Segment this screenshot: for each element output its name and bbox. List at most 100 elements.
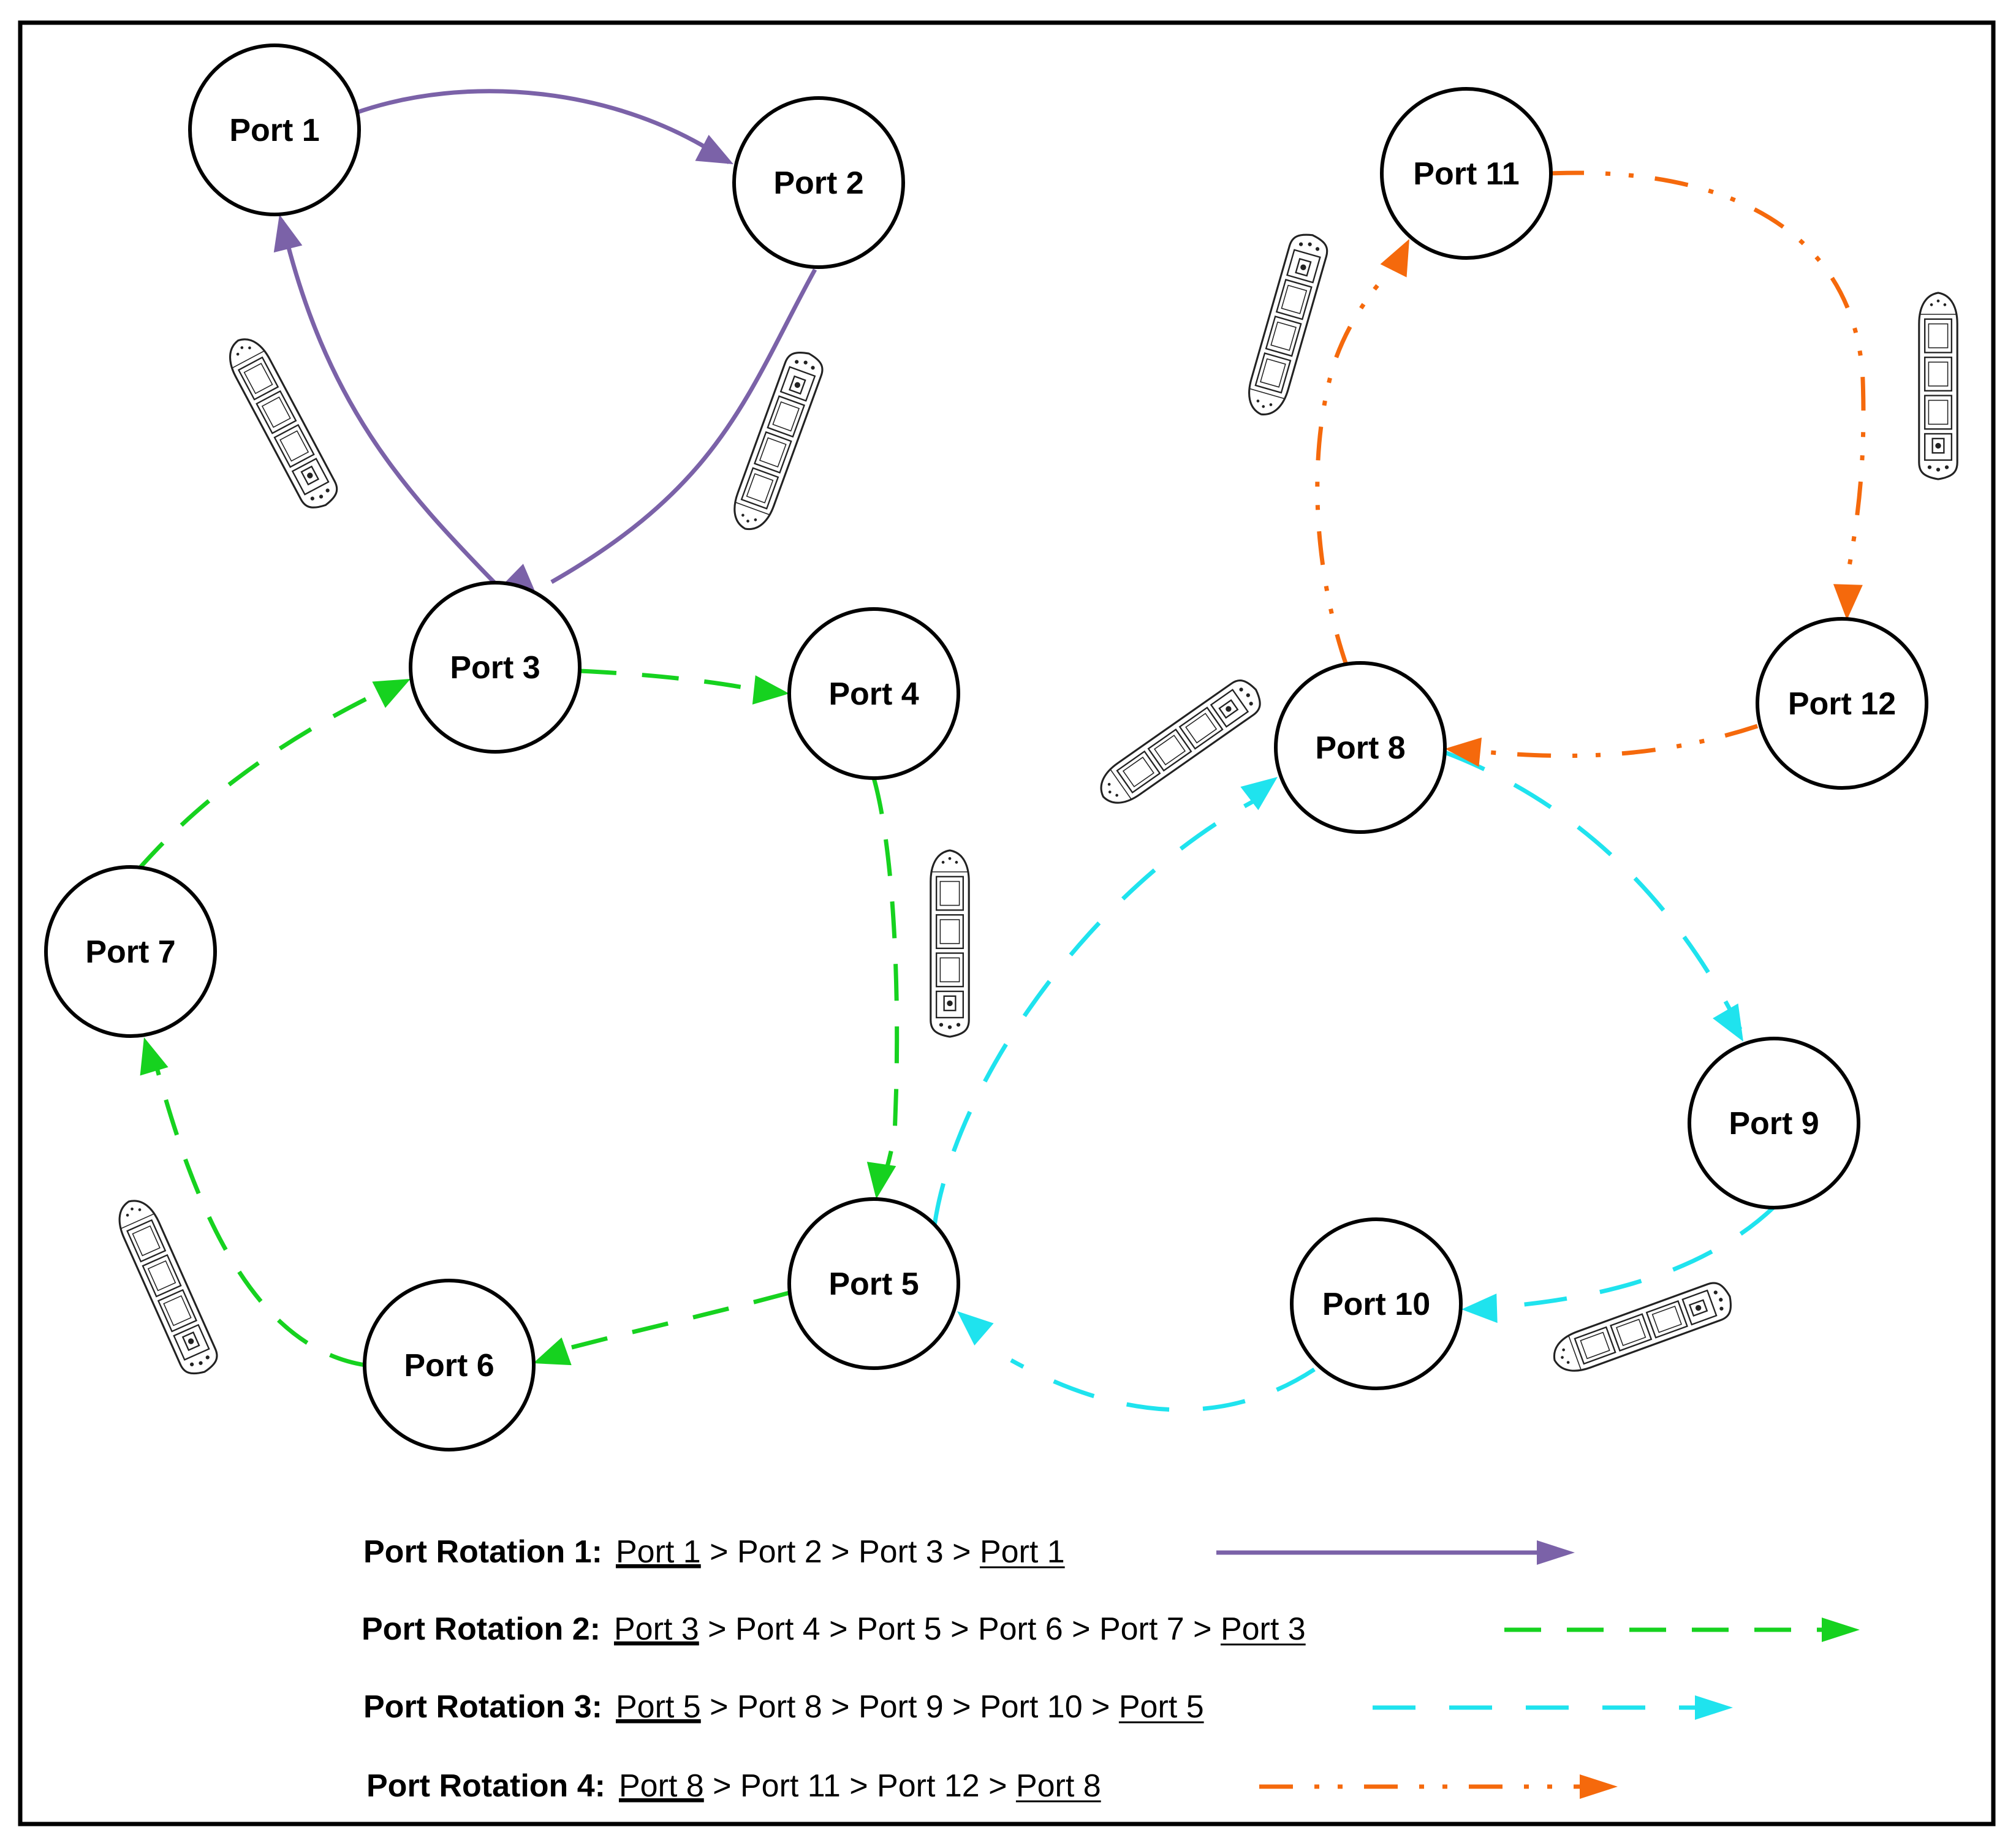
port-label: Port 3 — [450, 650, 540, 686]
arrowhead-icon — [1580, 1774, 1618, 1799]
port-node-6: Port 6 — [363, 1279, 536, 1451]
legend: Port Rotation 1:Port 1 > Port 2 > Port 3… — [362, 1534, 1860, 1804]
edge-port3-to-port1 — [273, 214, 497, 585]
port-node-12: Port 12 — [1756, 617, 1928, 790]
port-label: Port 6 — [404, 1348, 494, 1383]
arrowhead-icon — [1461, 1293, 1498, 1323]
legend-end-port: Port 3 — [1221, 1611, 1306, 1647]
port-node-7: Port 7 — [44, 865, 217, 1038]
legend-row-rotation-3: Port Rotation 3: Port 5 > Port 8 > Port 9… — [363, 1689, 1733, 1725]
edge-port6-to-port7 — [140, 1037, 366, 1368]
legend-sequence: > Port 4 > Port 5 > Port 6 > Port 7 > — [699, 1611, 1221, 1647]
legend-start-port: Port 3 — [614, 1611, 699, 1647]
legend-title: Port Rotation 2: — [362, 1611, 601, 1647]
port-nodes: Port 1 Port 2 Port 3 Port 4 Port 5 Port 6 Port… — [44, 44, 1928, 1451]
edge-port7-to-port3 — [136, 679, 411, 872]
edge-port11-to-port12 — [1550, 170, 1866, 620]
arrowhead-icon — [957, 1311, 994, 1346]
port-node-1: Port 1 — [188, 44, 361, 216]
edge-port8-to-port9 — [1444, 750, 1743, 1042]
port-label: Port 7 — [85, 934, 175, 970]
container-ship-icon — [930, 849, 970, 1038]
port-circle — [1290, 1217, 1463, 1390]
port-circle — [787, 1197, 960, 1370]
port-label: Port 1 — [229, 113, 319, 148]
edge-port10-to-port5 — [957, 1311, 1316, 1412]
legend-start-port: Port 5 — [616, 1689, 701, 1725]
edge-port3-to-port4 — [579, 668, 789, 705]
port-label: Port 10 — [1322, 1287, 1430, 1322]
arrowhead-icon — [1833, 584, 1863, 620]
edge-port5-to-port6 — [533, 1290, 790, 1366]
legend-title: Port Rotation 4: — [366, 1768, 605, 1804]
port-label: Port 9 — [1729, 1106, 1819, 1141]
port-circle — [44, 865, 217, 1038]
port-circle — [1274, 661, 1447, 834]
edge-port4-to-port5 — [866, 778, 900, 1199]
port-circle — [732, 96, 905, 269]
legend-sequence: > Port 8 > Port 9 > Port 10 > — [701, 1689, 1119, 1725]
legend-title: Port Rotation 3: — [363, 1689, 602, 1725]
port-node-5: Port 5 — [787, 1197, 960, 1370]
legend-end-port: Port 1 — [980, 1534, 1065, 1570]
arrowhead-icon — [372, 679, 411, 708]
route-line — [1482, 1205, 1776, 1311]
port-label: Port 12 — [1788, 686, 1896, 722]
port-circle — [1756, 617, 1928, 790]
edge-port8-to-port11 — [1315, 239, 1409, 668]
arrowhead-icon — [140, 1037, 169, 1076]
legend-row-rotation-1: Port Rotation 1:Port 1 > Port 2 > Port 3… — [363, 1534, 1575, 1570]
arrowhead-icon — [752, 675, 789, 705]
edge-port9-to-port10 — [1461, 1205, 1776, 1323]
route-line — [551, 1290, 790, 1355]
port-label: Port 5 — [828, 1266, 919, 1302]
legend-start-port: Port 8 — [619, 1768, 704, 1804]
port-node-10: Port 10 — [1290, 1217, 1463, 1390]
port-node-8: Port 8 — [1274, 661, 1447, 834]
arrowhead-icon — [695, 134, 733, 164]
route-line — [550, 268, 817, 585]
legend-sequence: > Port 11 > Port 12 > — [704, 1768, 1016, 1804]
route-line — [136, 684, 393, 872]
port-circle — [409, 581, 582, 754]
route-line — [579, 668, 770, 695]
arrowhead-icon — [1537, 1540, 1575, 1565]
edge-port12-to-port8 — [1445, 724, 1759, 767]
legend-row-rotation-2: Port Rotation 2: Port 3 > Port 4 > Port 5… — [362, 1611, 1860, 1647]
arrowhead-icon — [1240, 777, 1278, 811]
legend-start-port: Port 1 — [616, 1534, 701, 1570]
route-line — [1010, 1358, 1316, 1412]
arrowhead-icon — [866, 1162, 896, 1199]
port-node-2: Port 2 — [732, 96, 905, 269]
arrowhead-icon — [1713, 1003, 1743, 1042]
port-circle — [1380, 87, 1553, 260]
port-label: Port 11 — [1413, 156, 1519, 192]
diagram-border — [18, 20, 1996, 1826]
container-ship-icon — [1918, 292, 1958, 480]
rotation-routes — [136, 89, 1866, 1412]
port-node-11: Port 11 — [1380, 87, 1553, 260]
legend-end-port: Port 8 — [1016, 1768, 1101, 1804]
legend-row-rotation-4: Port Rotation 4: Port 8 > Port 11 > Port … — [366, 1768, 1618, 1804]
port-circle — [787, 607, 960, 780]
port-node-4: Port 4 — [787, 607, 960, 780]
port-circle — [363, 1279, 536, 1451]
port-label: Port 8 — [1315, 730, 1405, 766]
port-node-3: Port 3 — [409, 581, 582, 754]
arrowhead-icon — [1822, 1618, 1860, 1642]
route-line — [151, 1053, 366, 1368]
port-node-9: Port 9 — [1688, 1037, 1860, 1209]
port-label: Port 2 — [773, 165, 863, 201]
arrowhead-icon — [273, 214, 303, 253]
legend-sequence: > Port 2 > Port 3 > — [701, 1534, 980, 1570]
route-line — [932, 794, 1264, 1226]
route-line — [279, 220, 497, 585]
arrowhead-icon — [1445, 737, 1482, 767]
arrowhead-icon — [1695, 1695, 1733, 1720]
legend-end-port: Port 5 — [1119, 1689, 1204, 1725]
edge-port1-to-port2 — [353, 89, 733, 164]
arrowhead-icon — [533, 1337, 572, 1366]
route-line — [1550, 170, 1866, 577]
port-label: Port 4 — [828, 676, 919, 712]
